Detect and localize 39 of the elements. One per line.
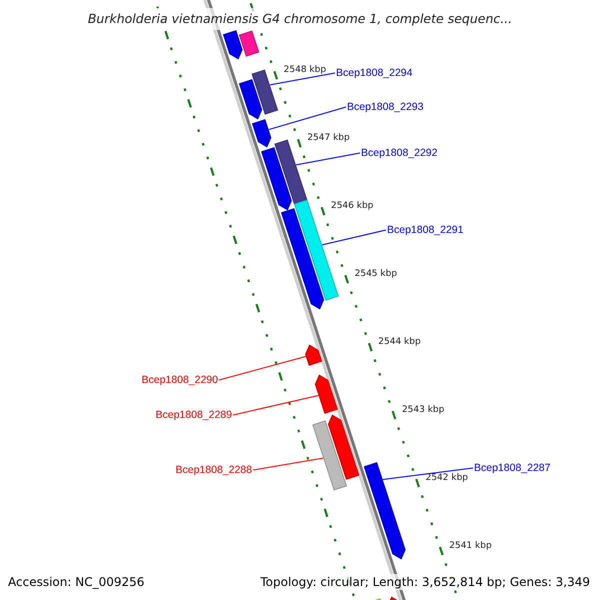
gene-label: Bcep1808_2293 bbox=[347, 101, 424, 113]
tick-label: 2547 kbp bbox=[307, 133, 350, 144]
feature-bar bbox=[312, 420, 348, 491]
gene-block bbox=[261, 147, 292, 210]
gene-label: Bcep1808_2290 bbox=[142, 374, 218, 386]
tick-label: 2541 kbp bbox=[449, 540, 492, 551]
gene-block bbox=[314, 374, 338, 414]
feature-bar bbox=[274, 139, 308, 205]
gene-block bbox=[252, 119, 272, 148]
leader-line bbox=[232, 394, 319, 416]
gene-label: Bcep1808_2288 bbox=[176, 464, 252, 476]
leader-line bbox=[218, 356, 306, 380]
accession-text: Accession: NC_009256 bbox=[8, 574, 144, 590]
tick-label: 2544 kbp bbox=[378, 337, 421, 348]
gene-block bbox=[238, 79, 262, 120]
tick-label: 2543 kbp bbox=[402, 405, 444, 416]
leader-line bbox=[322, 230, 386, 246]
feature-bar bbox=[252, 69, 278, 115]
feature-bar bbox=[238, 30, 260, 57]
leader-line bbox=[268, 106, 346, 130]
tick-label: 2542 kbp bbox=[426, 473, 468, 484]
gene-block bbox=[305, 344, 322, 366]
gene-block bbox=[280, 208, 324, 310]
gene-label: Bcep1808_2287 bbox=[474, 462, 550, 474]
tick-label: 2545 kbp bbox=[354, 269, 398, 280]
tick-label: 2548 kbp bbox=[284, 65, 326, 76]
map-summary: Topology: circular; Length: 3,652,814 bp; Genes: 3,349 bbox=[260, 574, 590, 590]
gene-block bbox=[222, 30, 243, 60]
leader-line bbox=[269, 72, 336, 86]
gene-label: Bcep1808_2292 bbox=[361, 147, 438, 159]
gene-label: Bcep1808_2289 bbox=[156, 409, 232, 421]
leader-line bbox=[296, 152, 360, 166]
gene-block bbox=[328, 414, 360, 480]
leader-line bbox=[382, 468, 474, 480]
gene-block bbox=[364, 462, 406, 560]
tick-label: 2546 kbp bbox=[330, 201, 374, 212]
gene-label: Bcep1808_2291 bbox=[387, 224, 464, 236]
gene-label: Bcep1808_2294 bbox=[336, 67, 412, 79]
leader-line bbox=[252, 458, 324, 470]
